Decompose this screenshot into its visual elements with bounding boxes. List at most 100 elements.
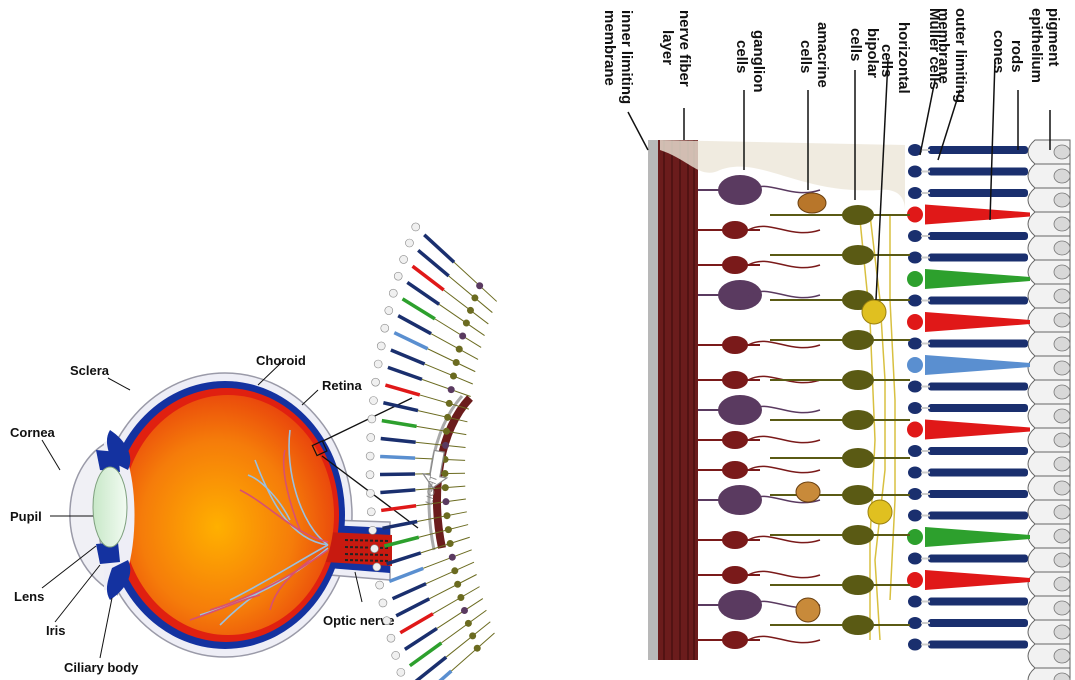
label-lens: Lens <box>14 589 44 604</box>
fan-cell-body <box>457 594 464 601</box>
cone-nucleus <box>907 529 923 545</box>
rod-nucleus <box>908 445 922 457</box>
bipolar-cell <box>842 410 874 430</box>
rod <box>928 619 1028 627</box>
cone-green <box>925 269 1030 289</box>
fan-cell-body <box>450 372 457 379</box>
rod <box>928 447 1028 455</box>
fan-photoreceptor <box>405 628 437 649</box>
rod-nucleus <box>908 488 922 500</box>
fan-photoreceptor <box>381 439 416 443</box>
rod <box>928 404 1028 412</box>
fan-cell-body <box>454 581 461 588</box>
fan-photoreceptor <box>385 385 419 395</box>
fan-cell-body <box>442 484 449 491</box>
fan-photoreceptor <box>407 282 439 304</box>
fan-pigment <box>366 489 374 497</box>
ganglion-cell <box>718 175 762 205</box>
rod <box>928 383 1028 391</box>
rod-nucleus <box>908 295 922 307</box>
label-horizontal-cells: horizontal cells <box>878 22 912 98</box>
fan-cell-body <box>467 307 474 314</box>
pigment-nucleus <box>1054 361 1070 375</box>
fan-photoreceptor <box>400 614 433 633</box>
fan-pigment <box>368 415 376 423</box>
label-iris: Iris <box>46 623 66 638</box>
inner-limiting-membrane <box>648 140 658 660</box>
fan-pigment <box>381 324 389 332</box>
rod <box>928 469 1028 477</box>
fan-pigment <box>373 563 381 571</box>
pigment-nucleus <box>1054 337 1070 351</box>
pigment-nucleus <box>1054 649 1070 663</box>
vitreous-body <box>122 395 334 635</box>
rod-nucleus <box>908 338 922 350</box>
cone-red <box>925 570 1030 590</box>
fan-cell-body <box>469 632 476 639</box>
label-nerve-fiber-layer: nerve fiber layer <box>659 10 693 91</box>
fan-pigment <box>366 452 374 460</box>
rod <box>928 168 1028 176</box>
label-choroid: Choroid <box>256 353 306 368</box>
fan-cell-body <box>443 428 450 435</box>
rod <box>928 340 1028 348</box>
label-cornea: Cornea <box>10 425 56 440</box>
fan-cell-body <box>453 359 460 366</box>
fan-photoreceptor <box>398 316 431 334</box>
cone-blue <box>925 355 1030 375</box>
fan-cell-body <box>448 386 455 393</box>
label-ganglion-cells: ganglion cells <box>733 30 767 97</box>
cone-nucleus <box>907 422 923 438</box>
fan-pigment <box>397 668 405 676</box>
bipolar-cell <box>842 525 874 545</box>
fan-cell-body <box>465 620 472 627</box>
ganglion-cell <box>718 280 762 310</box>
fan-cell-body <box>476 282 483 289</box>
label-rods: rods <box>1008 40 1025 73</box>
fan-cell-body <box>461 607 468 614</box>
cone-red <box>925 205 1030 225</box>
fan-pigment <box>379 599 387 607</box>
rod <box>928 490 1028 498</box>
fan-photoreceptor <box>389 568 423 581</box>
fan-pigment <box>392 651 400 659</box>
fan-photoreceptor <box>380 490 415 493</box>
pigment-nucleus <box>1054 505 1070 519</box>
pigment-nucleus <box>1054 577 1070 591</box>
pigment-nucleus <box>1054 481 1070 495</box>
pigment-nucleus <box>1054 241 1070 255</box>
ganglion-cell <box>722 431 748 449</box>
pigment-nucleus <box>1054 385 1070 399</box>
rod-nucleus <box>908 596 922 608</box>
pigment-nucleus <box>1054 601 1070 615</box>
fan-pigment <box>369 526 377 534</box>
rod <box>928 598 1028 606</box>
cone-nucleus <box>907 357 923 373</box>
ganglion-cell <box>722 336 748 354</box>
rod-nucleus <box>908 166 922 178</box>
rod-nucleus <box>908 230 922 242</box>
label-outer-limiting-membrane: outer limiting membrane <box>935 8 969 107</box>
fan-photoreceptor <box>394 333 427 349</box>
label-ciliary-body: Ciliary body <box>64 660 139 675</box>
pigment-nucleus <box>1054 145 1070 159</box>
rod-nucleus <box>908 187 922 199</box>
bipolar-cell <box>842 615 874 635</box>
label-amacrine-cells: amacrine cells <box>797 22 831 92</box>
fan-photoreceptor <box>380 474 415 475</box>
pigment-nucleus <box>1054 217 1070 231</box>
photoreceptor-row <box>907 144 1030 651</box>
cone-nucleus <box>907 271 923 287</box>
fan-pigment <box>405 239 413 247</box>
fan-cell-body <box>463 320 470 327</box>
fan-cell-body <box>449 554 456 561</box>
rod-nucleus <box>908 553 922 565</box>
fan-pigment <box>389 289 397 297</box>
ganglion-cell <box>718 395 762 425</box>
ganglion-cell <box>722 461 748 479</box>
fan-pigment <box>412 223 420 231</box>
fan-photoreceptor <box>388 367 422 379</box>
label-cones: cones <box>990 30 1007 73</box>
fan-pigment <box>385 307 393 315</box>
